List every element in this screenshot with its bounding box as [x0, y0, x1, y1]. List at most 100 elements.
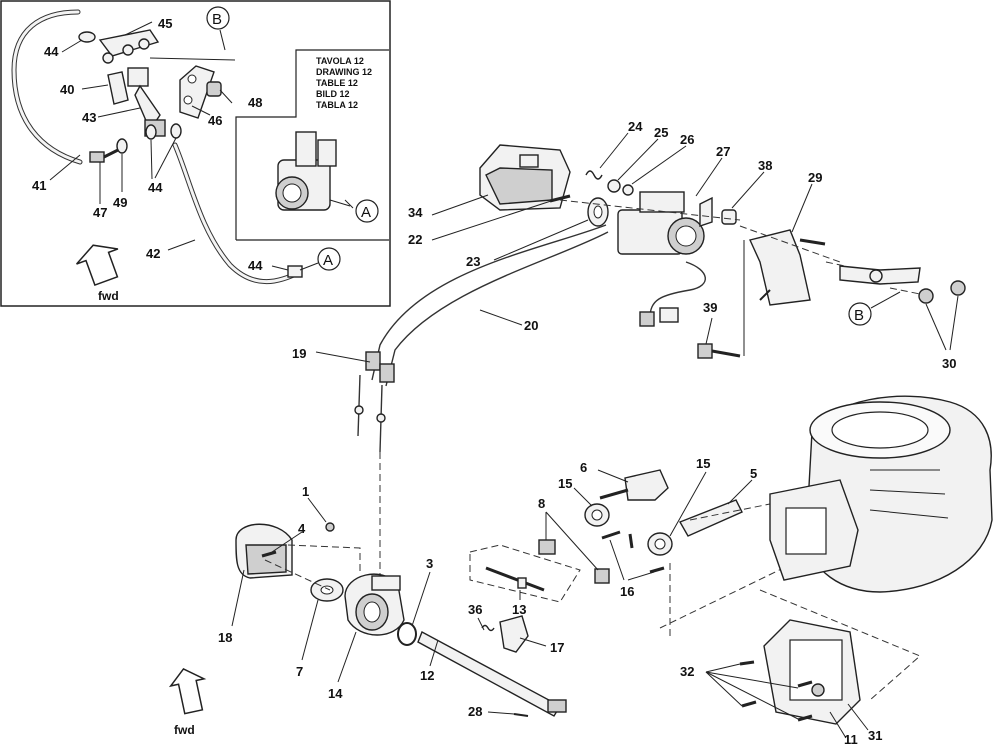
- clamp-44-end: [287, 265, 303, 278]
- callout-41: 41: [32, 178, 46, 193]
- ref-circle-a-carb: [355, 199, 379, 223]
- callout-47: 47: [93, 205, 107, 220]
- screw-32b: [741, 700, 757, 708]
- cam-6: [624, 469, 669, 501]
- carburettor-drawing: [275, 131, 354, 211]
- solenoid-harness: [649, 261, 706, 319]
- callout-15-left: 15: [558, 476, 572, 491]
- washer-49: [116, 138, 128, 154]
- callout-31: 31: [868, 728, 882, 743]
- callout-44-mid: 44: [148, 180, 163, 195]
- callout-11: 11: [844, 732, 858, 744]
- callout-7: 7: [296, 664, 303, 679]
- callout-1: 1: [302, 484, 309, 499]
- callout-3: 3: [426, 556, 433, 571]
- callout-6: 6: [580, 460, 587, 475]
- screw-4: [261, 550, 277, 558]
- clamp-44-mid-a: [145, 124, 157, 140]
- ref-circle-b-inset: [206, 6, 230, 30]
- bolt-47: [89, 148, 119, 163]
- callout-8: 8: [538, 496, 545, 511]
- callout-26: 26: [680, 132, 694, 147]
- screw-16b: [649, 566, 665, 574]
- throttle-assembly: [235, 522, 567, 717]
- callout-43: 43: [82, 110, 96, 125]
- screw-32d: [797, 714, 813, 722]
- callout-18: 18: [218, 630, 232, 645]
- o-ring-3: [397, 622, 417, 646]
- callout-28: 28: [468, 704, 482, 719]
- callout-14: 14: [328, 686, 343, 701]
- callout-4: 4: [298, 521, 306, 536]
- solenoid-group: B: [479, 144, 966, 359]
- screw-32c: [797, 680, 813, 688]
- lever-17: [499, 615, 529, 653]
- fwd-label-main: fwd: [174, 723, 195, 737]
- callout-39: 39: [703, 300, 717, 315]
- callout-25: 25: [654, 125, 668, 140]
- table-ref-de: BILD 12: [316, 89, 350, 99]
- reed-block-group: [705, 619, 861, 725]
- callout-38: 38: [758, 158, 772, 173]
- spring-24: [585, 170, 603, 180]
- callout-17: 17: [550, 640, 564, 655]
- bracket-29: [749, 229, 811, 306]
- inset-panel: TAVOLA 12 DRAWING 12 TABLE 12 BILD 12 TA…: [0, 0, 391, 307]
- washer-25: [607, 179, 621, 193]
- callout-48: 48: [248, 95, 262, 110]
- callout-44-top: 44: [44, 44, 59, 59]
- callout-40: 40: [60, 82, 74, 97]
- cable-20: [385, 231, 609, 387]
- ref-circle-b-main: [848, 302, 872, 326]
- callout-29: 29: [808, 170, 822, 185]
- nut-48: [206, 81, 222, 97]
- table-ref-es: TABLA 12: [316, 100, 358, 110]
- ref-circle-a-hose: [317, 247, 341, 271]
- washer-26: [622, 184, 634, 196]
- rod-13: [485, 566, 545, 592]
- callout-34: 34: [408, 205, 423, 220]
- callout-20: 20: [524, 318, 538, 333]
- bolt-39: [697, 343, 713, 359]
- table-ref-en2: TABLE 12: [316, 78, 358, 88]
- spacer-38: [721, 209, 737, 225]
- cylinder-group: [759, 395, 993, 701]
- callout-12: 12: [420, 668, 434, 683]
- callout-13: 13: [512, 602, 526, 617]
- ref-circle-a-hose-label: A: [323, 252, 333, 269]
- screw-32a: [739, 660, 755, 666]
- callout-49: 49: [113, 195, 127, 210]
- clamp-44-top: [78, 31, 96, 43]
- fwd-label-inset: fwd: [98, 289, 119, 303]
- spring-36: [481, 624, 495, 632]
- pin-28: [513, 713, 529, 717]
- leader-lines: [231, 132, 959, 739]
- callout-24: 24: [628, 119, 643, 134]
- nut-30b: [950, 280, 966, 296]
- shaft-12: [417, 631, 561, 717]
- callout-32: 32: [680, 664, 694, 679]
- exhaust-valve-group: [469, 469, 801, 640]
- ref-circle-b-main-label: B: [854, 307, 864, 324]
- callout-23: 23: [466, 254, 480, 269]
- callouts: 24 25 26 27 38 29 34 22 23 39 30 20 19 1…: [218, 119, 956, 744]
- throttle-cables: [354, 224, 609, 578]
- valve-5: [678, 499, 743, 537]
- spacer-8a: [538, 539, 556, 555]
- nut-30a: [918, 288, 934, 304]
- screw-16a: [601, 530, 621, 540]
- manifold-45: [98, 29, 160, 64]
- callout-45: 45: [158, 16, 172, 31]
- callout-22: 22: [408, 232, 422, 247]
- callout-30: 30: [942, 356, 956, 371]
- callout-46: 46: [208, 113, 222, 128]
- fwd-arrow-inset: [76, 244, 119, 286]
- callout-42: 42: [146, 246, 160, 261]
- table-ref-en: DRAWING 12: [316, 67, 372, 77]
- callout-44-end: 44: [248, 258, 263, 273]
- fwd-arrow-main: [168, 667, 207, 715]
- callout-36: 36: [468, 602, 482, 617]
- callout-19: 19: [292, 346, 306, 361]
- spacer-8b: [594, 568, 610, 584]
